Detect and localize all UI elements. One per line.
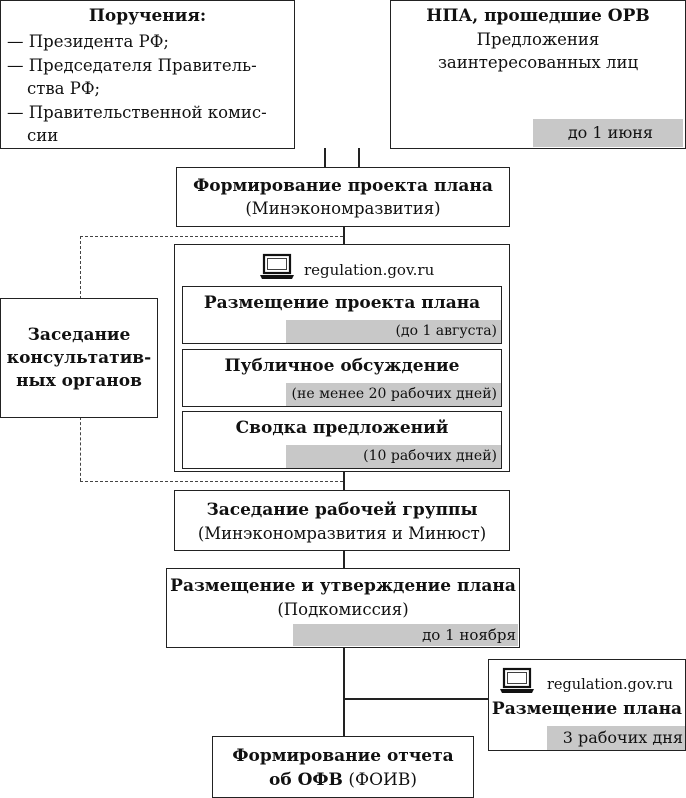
dashed-line-left-bottom bbox=[80, 417, 81, 481]
step-deadline: (не менее 20 рабочих дней) bbox=[286, 383, 501, 406]
dashed-line-bottom bbox=[80, 481, 343, 482]
connector-to-placement bbox=[343, 698, 489, 700]
dashed-line-left-top bbox=[80, 236, 81, 299]
connector-npa bbox=[358, 148, 360, 168]
advisory-line3: ных органов bbox=[16, 371, 142, 391]
orders-line: сии bbox=[27, 126, 59, 145]
approval-deadline: до 1 ноября bbox=[293, 624, 518, 646]
npa-line1: Предложения bbox=[476, 30, 600, 49]
npa-title: НПА, прошедшие ОРВ bbox=[426, 6, 650, 26]
step-title: Размещение проекта плана bbox=[203, 293, 481, 313]
formation-title: Формирование проекта плана bbox=[193, 176, 493, 196]
formation-box: Формирование проекта плана (Минэкономраз… bbox=[176, 167, 510, 227]
report-line2-bold: об ОФВ bbox=[269, 770, 343, 790]
orders-list: — Президента РФ; — Председателя Правител… bbox=[7, 30, 267, 148]
report-line1: Формирование отчета bbox=[232, 746, 454, 766]
portal-box: regulation.gov.ru Размещение проекта пла… bbox=[174, 244, 510, 472]
step-deadline: (10 рабочих дней) bbox=[286, 445, 501, 468]
report-box: Формирование отчета об ОФВ (ФОИВ) bbox=[212, 736, 474, 798]
connector-formation-portal bbox=[343, 226, 345, 245]
approval-subtitle: (Подкомиссия) bbox=[277, 600, 409, 619]
step-title: Публичное обсуждение bbox=[224, 356, 460, 376]
report-line2: об ОФВ (ФОИВ) bbox=[213, 770, 473, 790]
working-group-title: Заседание рабочей группы bbox=[206, 500, 478, 520]
step-box-discussion: Публичное обсуждение (не менее 20 рабочи… bbox=[182, 349, 502, 407]
report-line2-rest: (ФОИВ) bbox=[342, 770, 417, 790]
step-box-publish: Размещение проекта плана (до 1 августа) bbox=[182, 286, 502, 344]
step-box-summary: Сводка предложений (10 рабочих дней) bbox=[182, 411, 502, 469]
working-group-box: Заседание рабочей группы (Минэкономразви… bbox=[174, 490, 510, 551]
approval-box: Размещение и утверждение плана (Подкомис… bbox=[166, 568, 520, 648]
laptop-icon bbox=[499, 667, 535, 695]
advisory-line1: Заседание bbox=[27, 325, 131, 345]
advisory-box: Заседание консультатив- ных органов bbox=[0, 298, 158, 418]
npa-box: НПА, прошедшие ОРВ Предложения заинтерес… bbox=[390, 0, 686, 149]
placement-box: regulation.gov.ru Размещение плана 3 раб… bbox=[488, 659, 686, 751]
placement-deadline: 3 рабочих дня bbox=[547, 726, 685, 750]
orders-line: — Президента РФ; bbox=[7, 32, 169, 51]
connector-portal-wg bbox=[343, 471, 345, 491]
advisory-line2: консультатив- bbox=[6, 348, 152, 368]
placement-title: Размещение плана bbox=[491, 699, 683, 719]
orders-line: — Председателя Правитель- bbox=[7, 55, 257, 75]
portal-site: regulation.gov.ru bbox=[304, 261, 435, 279]
npa-line2: заинтересованных лиц bbox=[437, 53, 639, 72]
placement-site: regulation.gov.ru bbox=[547, 677, 673, 693]
laptop-icon bbox=[259, 253, 295, 281]
orders-line: ства РФ; bbox=[27, 79, 101, 98]
approval-title: Размещение и утверждение плана bbox=[170, 576, 516, 596]
step-title: Сводка предложений bbox=[235, 418, 449, 438]
orders-line: — Правительственной комис- bbox=[7, 102, 267, 122]
connector-orders bbox=[324, 148, 326, 168]
working-group-subtitle: (Минэкономразвития и Минюст) bbox=[197, 524, 487, 543]
orders-box: Поручения: — Президента РФ; — Председате… bbox=[0, 0, 295, 149]
orders-title: Поручения: bbox=[88, 6, 207, 26]
formation-subtitle: (Минэкономразвития) bbox=[245, 199, 441, 218]
connector-approval-report bbox=[343, 647, 345, 737]
dashed-line-top bbox=[80, 236, 343, 237]
step-deadline: (до 1 августа) bbox=[286, 320, 501, 343]
connector-wg-approval bbox=[343, 550, 345, 569]
npa-deadline: до 1 июня bbox=[533, 119, 683, 147]
